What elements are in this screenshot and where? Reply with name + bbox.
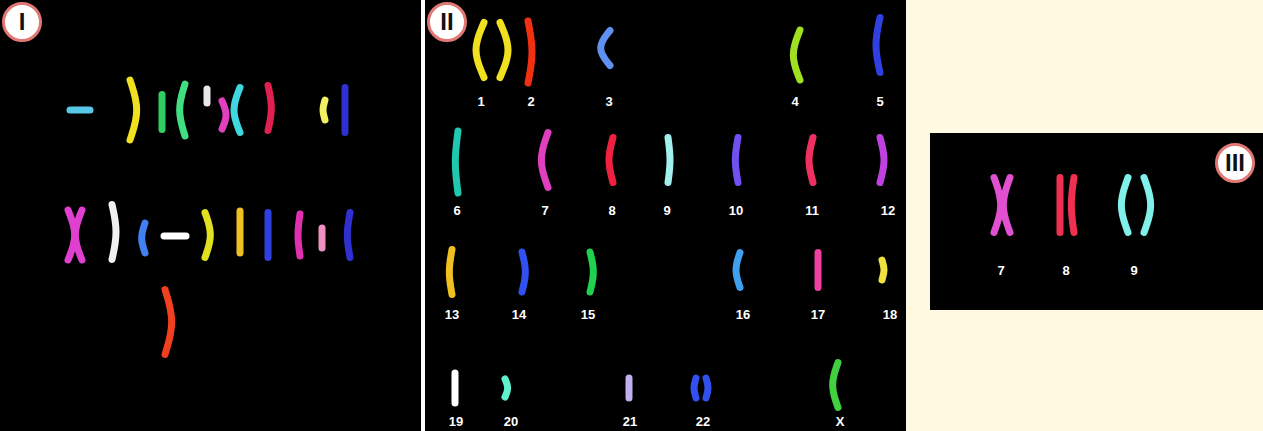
chromosome <box>180 84 185 136</box>
panel-divider <box>421 0 425 431</box>
chromosome <box>452 373 459 403</box>
chromosome <box>706 378 708 398</box>
chromosome-number: 15 <box>581 308 595 321</box>
chromosome <box>323 100 325 120</box>
chromosome-number: 1 <box>477 95 484 108</box>
chromosome <box>609 138 613 183</box>
chromosome <box>265 213 272 258</box>
chromosome-number: 18 <box>883 308 897 321</box>
chromosome <box>601 31 610 66</box>
chromosome-number: 20 <box>504 415 518 428</box>
chromosome <box>205 213 210 258</box>
chromosome <box>668 138 670 183</box>
chromosome <box>159 95 166 130</box>
chromosome <box>528 21 532 83</box>
panel-marker: III <box>1215 143 1255 183</box>
chromosome <box>75 210 82 260</box>
chromosome <box>833 363 838 408</box>
panel-label: II <box>440 10 453 34</box>
chromosome <box>882 260 884 280</box>
chromosome <box>1121 178 1128 233</box>
chromosome <box>130 80 137 140</box>
chromosome <box>449 250 452 295</box>
chromosome-number: 5 <box>876 95 883 108</box>
chromosome <box>1144 178 1151 233</box>
chromosome <box>880 138 884 183</box>
chromosome <box>735 138 738 183</box>
chromosome <box>476 23 484 78</box>
chromosome-number: 10 <box>729 204 743 217</box>
chromosome-number: 8 <box>1062 264 1069 277</box>
chromosome <box>736 253 740 288</box>
chromosome <box>1003 178 1010 233</box>
chromosome <box>268 86 271 131</box>
chromosome <box>204 89 211 103</box>
chromosome-number: 9 <box>1130 264 1137 277</box>
chromosome <box>319 228 326 248</box>
chromosome <box>809 138 813 183</box>
chromosome <box>165 290 172 355</box>
panel-label: I <box>19 10 26 34</box>
chromosome-number: 13 <box>445 308 459 321</box>
chromosome <box>70 107 90 114</box>
panel-background <box>930 133 1263 310</box>
panel-background <box>425 0 906 431</box>
chromosome-number: 7 <box>541 204 548 217</box>
panel-label: III <box>1225 151 1245 175</box>
chromosome <box>694 378 696 398</box>
panel-marker: I <box>2 2 42 42</box>
chromosome-number: 14 <box>512 308 526 321</box>
chromosome <box>815 253 822 288</box>
chromosome-number: 6 <box>453 204 460 217</box>
chromosome-number: 3 <box>605 95 612 108</box>
chromosome-number: 21 <box>623 415 637 428</box>
chromosome <box>342 88 349 133</box>
chromosome <box>237 211 244 253</box>
chromosome <box>142 223 145 253</box>
chromosome-number: 22 <box>696 415 710 428</box>
chromosome <box>500 23 508 78</box>
chromosome <box>876 18 880 73</box>
chromosome <box>505 379 508 397</box>
chromosome-number: 11 <box>805 204 819 217</box>
chromosome <box>793 30 800 80</box>
panel-marker: II <box>427 2 467 42</box>
panel-background <box>0 0 421 431</box>
chromosome <box>347 213 350 258</box>
chromosome-number: 17 <box>811 308 825 321</box>
chromosome-number: 8 <box>608 204 615 217</box>
chromosome-number: X <box>836 415 845 428</box>
chromosome-number: 19 <box>449 415 463 428</box>
chromosome <box>455 131 458 193</box>
chromosome-number: 4 <box>791 95 798 108</box>
chromosome <box>1071 178 1074 233</box>
chromosome-number: 9 <box>663 204 670 217</box>
chromosome <box>164 233 186 240</box>
chromosome-number: 2 <box>527 95 534 108</box>
chromosome <box>590 252 593 292</box>
chromosome <box>112 205 116 260</box>
chromosome <box>234 88 240 133</box>
chromosome <box>541 133 548 188</box>
chromosome <box>1057 178 1064 233</box>
chromosome <box>222 101 226 129</box>
chromosome <box>298 214 300 256</box>
chromosome-number: 12 <box>881 204 895 217</box>
chromosome <box>522 252 525 292</box>
chromosome <box>994 178 1001 233</box>
chromosome <box>626 378 633 398</box>
chromosome-number: 16 <box>736 308 750 321</box>
chromosome-number: 7 <box>997 264 1004 277</box>
